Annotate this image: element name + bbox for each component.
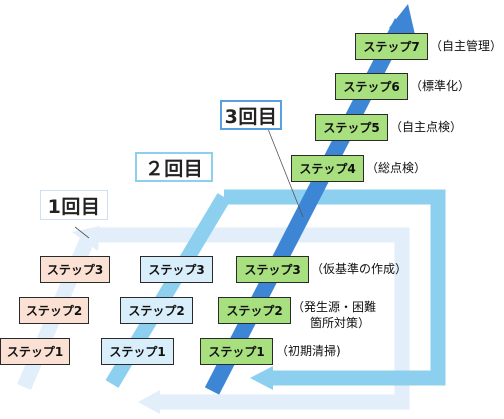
round3-step2-note-line2: 箇所対策） (310, 316, 371, 330)
round3-label: 3回目 (220, 100, 282, 130)
round2-label: ２回目 (135, 152, 213, 182)
round1-step2: ステップ2 (19, 297, 89, 324)
round1-pointer (74, 226, 90, 239)
round3-step4: ステップ4 (291, 155, 364, 182)
round3-step6-note: （標準化） (410, 79, 471, 93)
round3-step6: ステップ6 (335, 73, 408, 100)
round3-step2: ステップ2 (218, 297, 291, 324)
round2-step2: ステップ2 (120, 297, 193, 324)
round2-step1: ステップ1 (101, 338, 174, 365)
round3-step7-note: （自主管理） (430, 39, 503, 53)
round1-step1: ステップ1 (0, 338, 70, 365)
round3-step3-note: （仮基準の作成） (311, 262, 408, 276)
round2-step3: ステップ3 (140, 256, 213, 283)
round3-pointer (267, 128, 304, 218)
round1-step3: ステップ3 (40, 256, 110, 283)
round3-step5-note: （自主点検） (390, 120, 463, 134)
round3-step1: ステップ1 (200, 338, 273, 365)
round3-step4-note: （総点検） (366, 161, 427, 175)
round3-step7: ステップ7 (355, 33, 428, 60)
round1-label: 1回目 (40, 190, 108, 220)
round3-step3: ステップ3 (236, 256, 309, 283)
round3-step5: ステップ5 (315, 114, 388, 141)
round3-step2-note: （発生源・困難 (292, 300, 377, 314)
round3-step1-note: （初期清掃) (276, 344, 341, 358)
